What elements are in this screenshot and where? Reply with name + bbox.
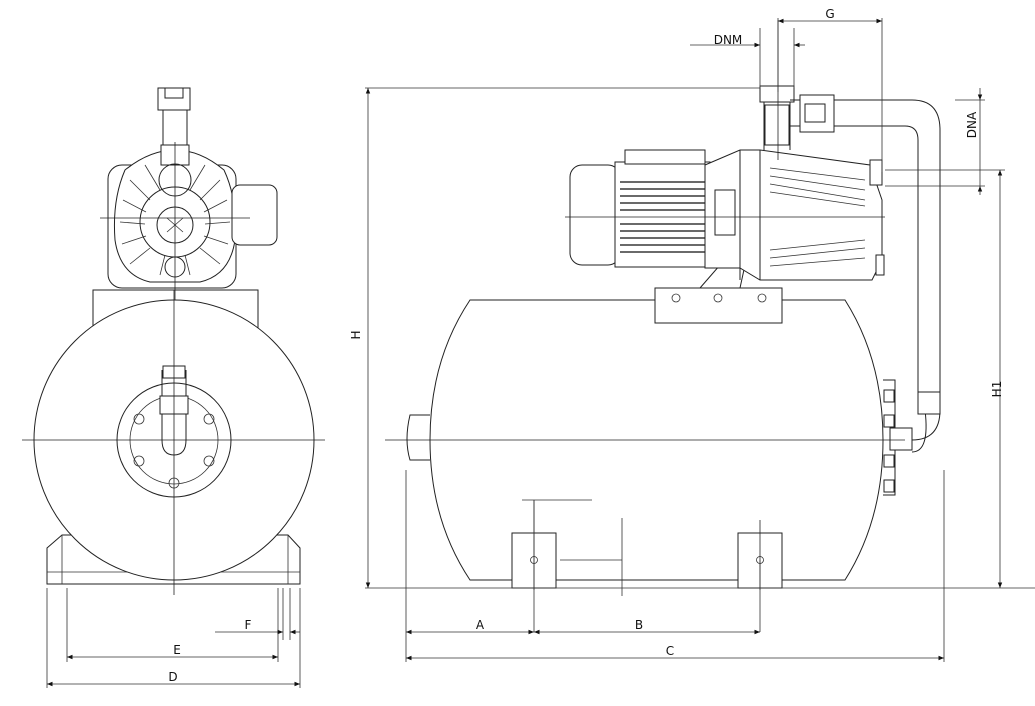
dim-label-dnm: DNM xyxy=(714,33,743,47)
dim-label-e: E xyxy=(173,643,181,657)
dim-label-dna: DNA xyxy=(965,111,979,138)
dim-label-h1: H1 xyxy=(990,381,1004,398)
dim-label-b: B xyxy=(635,618,643,632)
pump-bracket xyxy=(654,287,783,324)
front-motor-box xyxy=(231,184,278,246)
motor-body xyxy=(614,161,711,268)
front-view xyxy=(22,87,325,688)
dim-label-c: C xyxy=(666,644,674,658)
motor-end-cap xyxy=(569,164,621,266)
dim-label-d: D xyxy=(168,670,177,684)
side-view xyxy=(365,18,1035,662)
dim-label-a: A xyxy=(476,618,485,632)
dim-label-f: F xyxy=(245,618,252,632)
dim-label-h: H xyxy=(349,330,363,339)
dim-label-g: G xyxy=(825,7,834,21)
